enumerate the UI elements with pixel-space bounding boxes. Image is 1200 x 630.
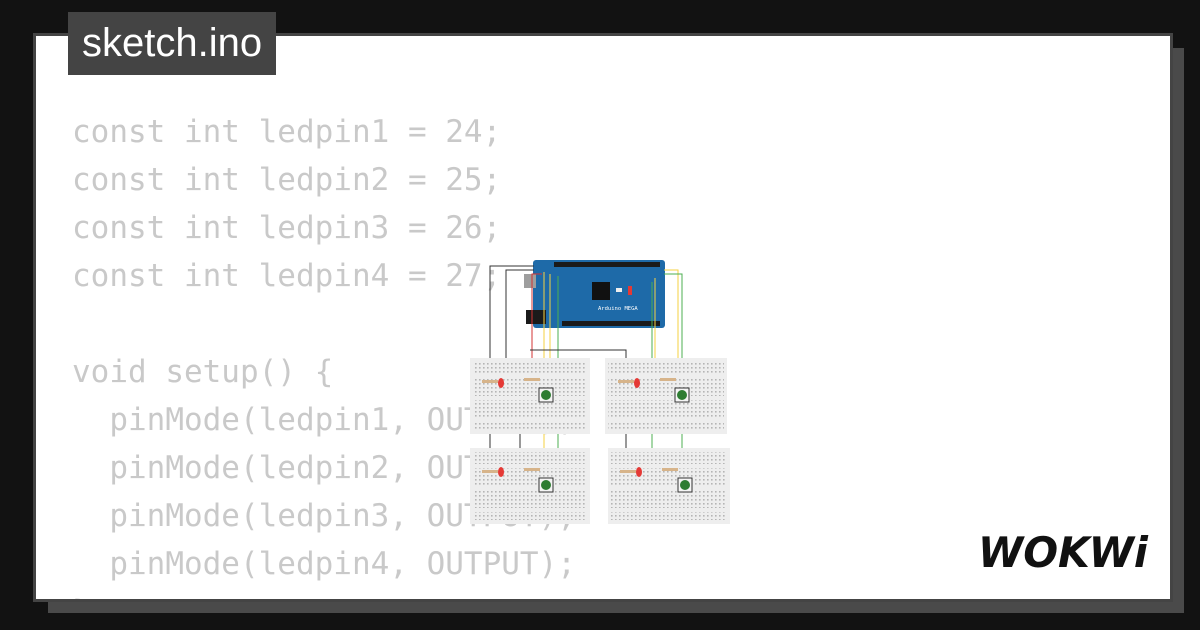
code-line-9: pinMode(ledpin3, OUTPUT);: [72, 498, 576, 534]
code-line-10: pinMode(ledpin4, OUTPUT);: [72, 546, 576, 582]
resistor-icon: [660, 378, 676, 381]
code-line-11: }: [72, 588, 576, 599]
wokwi-logo-text: WOKWi: [978, 528, 1149, 575]
wokwi-logo: WOKWi: [978, 528, 1149, 575]
led-icon: [634, 378, 640, 388]
resistor-icon: [482, 380, 498, 383]
resistor-icon: [524, 378, 540, 381]
resistor-icon: [618, 380, 634, 383]
led-icon: [498, 467, 504, 477]
arduino-mega-board: Arduino MEGA: [524, 260, 665, 328]
code-line-3: const int ledpin3 = 26;: [72, 210, 502, 246]
resistor-icon: [620, 470, 636, 473]
resistor-icon: [524, 468, 540, 471]
resistor-icon: [482, 470, 498, 473]
code-line-6: void setup() {: [72, 354, 334, 390]
led-icon: [498, 378, 504, 388]
resistor-icon: [662, 468, 678, 471]
board-label: Arduino MEGA: [598, 306, 638, 312]
breadboard: [470, 448, 590, 524]
code-line-1: const int ledpin1 = 24;: [72, 114, 502, 150]
breadboard: [608, 448, 730, 524]
circuit-diagram: Arduino MEGA: [470, 260, 730, 524]
code-line-4: const int ledpin4 = 27;: [72, 258, 502, 294]
breadboard: [605, 358, 727, 434]
led-icon: [636, 467, 642, 477]
filename-tab[interactable]: sketch.ino: [68, 12, 277, 75]
code-line-2: const int ledpin2 = 25;: [72, 162, 502, 198]
breadboard: [470, 358, 590, 434]
